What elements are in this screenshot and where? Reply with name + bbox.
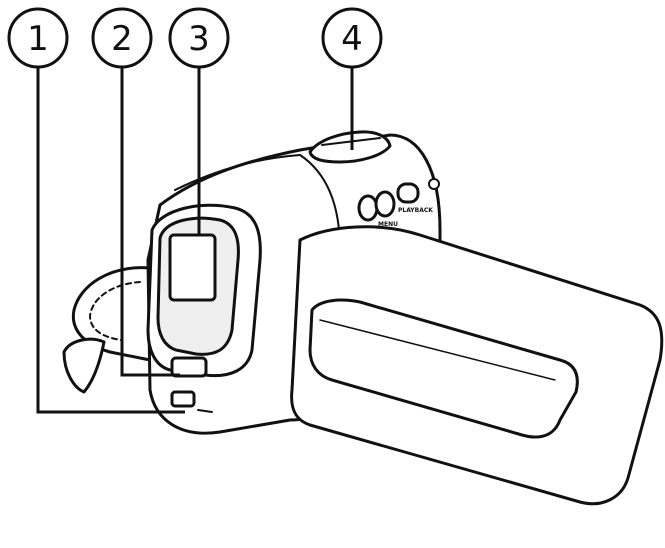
side-buttons — [357, 178, 440, 222]
leader-line-2 — [120, 68, 180, 377]
callout-circle-4 — [321, 7, 383, 69]
callout-circle-3 — [168, 7, 230, 69]
lens-housing — [146, 203, 262, 378]
callout-number-2: 2 — [111, 19, 133, 59]
callout-number-1: 1 — [27, 19, 49, 59]
menu-button — [374, 190, 396, 218]
microphone — [170, 390, 213, 413]
light-sensor — [170, 356, 208, 378]
lcd-panel — [290, 225, 664, 506]
playback-label: PLAYBACK — [398, 207, 433, 214]
callout-circle-1 — [7, 7, 69, 69]
hand-strap — [62, 266, 152, 394]
leader-line-1 — [36, 68, 185, 414]
callout-number-3: 3 — [188, 19, 210, 59]
callout-number-4: 4 — [341, 19, 363, 59]
lens — [168, 233, 217, 302]
menu-label: MENU — [378, 221, 398, 228]
menu-left-button — [357, 194, 379, 222]
callout-circle-2 — [91, 7, 153, 69]
playback-button — [396, 182, 420, 204]
